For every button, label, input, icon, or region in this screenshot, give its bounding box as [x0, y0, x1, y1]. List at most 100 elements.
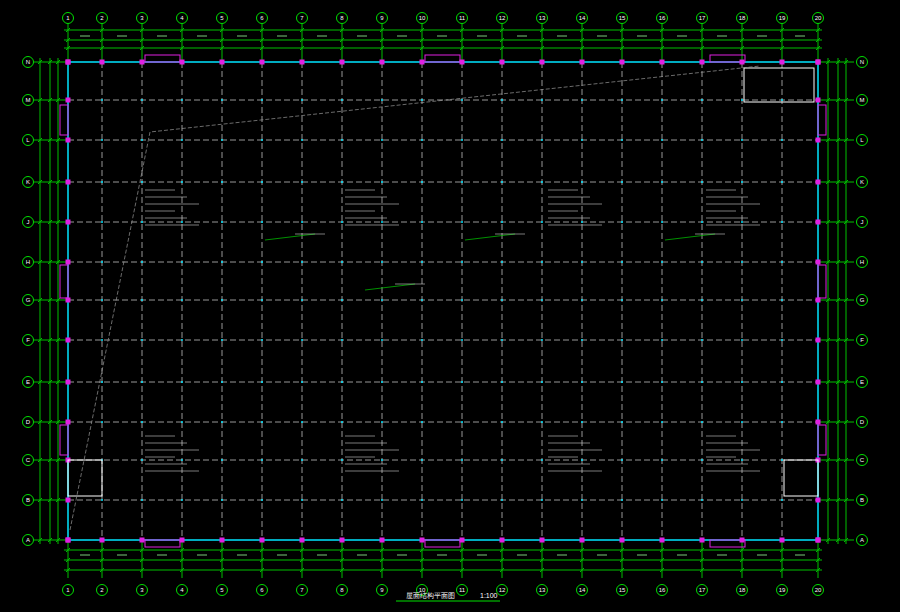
axis-bubble: N	[856, 56, 868, 68]
grid-node	[701, 299, 703, 301]
axis-label: 2	[100, 15, 103, 21]
dimension-tick	[844, 498, 848, 502]
detail-box	[744, 68, 814, 102]
note-mark	[345, 211, 375, 212]
grid-node	[421, 139, 423, 141]
dimension-tick	[56, 498, 60, 502]
axis-label: 14	[579, 587, 586, 593]
column	[66, 298, 70, 302]
dimension-tick	[660, 568, 664, 572]
dimension-tick	[844, 298, 848, 302]
column	[816, 538, 820, 542]
grid-line	[68, 340, 818, 341]
dimension-tick	[340, 28, 344, 32]
dimension-tick	[300, 28, 304, 32]
grid-node	[701, 99, 703, 101]
dimension-tick	[56, 420, 60, 424]
edge-panel	[60, 425, 68, 455]
dimension-tick	[826, 138, 830, 142]
dimension-tick	[816, 558, 820, 562]
note-mark	[345, 471, 399, 472]
axis-label: C	[26, 457, 30, 463]
axis-bubble: H	[856, 256, 868, 268]
axis-label: 11	[459, 587, 465, 593]
axis-label: K	[860, 179, 864, 185]
axis-bubble: 11	[456, 584, 468, 596]
dimension-tick	[180, 28, 184, 32]
grid-node	[501, 139, 503, 141]
dimension-tick	[844, 338, 848, 342]
axis-label: 6	[260, 587, 263, 593]
grid-node	[261, 421, 263, 423]
grid-node	[341, 499, 343, 501]
grid-node	[581, 339, 583, 341]
note-mark	[706, 436, 736, 437]
axis-label: L	[26, 137, 29, 143]
axis-label: 4	[180, 587, 183, 593]
dimension-mark	[477, 555, 487, 556]
dimension-tick	[580, 548, 584, 552]
grid-node	[381, 139, 383, 141]
note-mark	[145, 436, 175, 437]
axis-label: B	[26, 497, 30, 503]
dimension-line	[64, 30, 822, 31]
dimension-tick	[580, 558, 584, 562]
axis-bubble: 18	[736, 584, 748, 596]
grid-node	[101, 381, 103, 383]
dimension-tick	[140, 548, 144, 552]
dimension-tick	[38, 338, 42, 342]
grid-node	[301, 261, 303, 263]
grid-node	[461, 99, 463, 101]
note-mark	[145, 190, 175, 191]
note-mark	[548, 225, 602, 226]
axis-bubble: 19	[776, 12, 788, 24]
dimension-tick	[836, 180, 840, 184]
grid-node	[101, 421, 103, 423]
dimension-mark	[597, 555, 607, 556]
axis-bubble: 6	[256, 584, 268, 596]
dimension-tick	[844, 180, 848, 184]
axis-label: 8	[340, 587, 343, 593]
grid-node	[461, 459, 463, 461]
grid-node	[221, 99, 223, 101]
dimension-tick	[100, 548, 104, 552]
column	[816, 60, 820, 64]
column	[660, 60, 664, 64]
axis-bubble: 8	[336, 584, 348, 596]
axis-label: B	[860, 497, 864, 503]
dimension-tick	[56, 380, 60, 384]
axis-bubble: A	[856, 534, 868, 546]
axis-line	[818, 140, 854, 141]
dimension-mark	[197, 555, 207, 556]
dimension-tick	[826, 338, 830, 342]
grid-node	[141, 221, 143, 223]
dimension-tick	[140, 558, 144, 562]
axis-label: 5	[220, 15, 223, 21]
grid-node	[301, 181, 303, 183]
note-mark	[145, 204, 199, 205]
grid-node	[341, 99, 343, 101]
grid-node	[141, 499, 143, 501]
dimension-tick	[48, 138, 52, 142]
grid-line	[68, 182, 818, 183]
column	[66, 338, 70, 342]
axis-label: 9	[380, 15, 383, 21]
dimension-tick	[540, 568, 544, 572]
dimension-tick	[700, 558, 704, 562]
grid-node	[221, 339, 223, 341]
axis-label: F	[860, 337, 864, 343]
column	[816, 380, 820, 384]
dimension-tick	[420, 28, 424, 32]
dimension-tick	[48, 538, 52, 542]
axis-label: 17	[699, 587, 706, 593]
axis-label: K	[26, 179, 30, 185]
grid-line	[382, 62, 383, 540]
grid-node	[781, 299, 783, 301]
axis-bubble: 14	[576, 12, 588, 24]
column	[816, 98, 820, 102]
dimension-tick	[816, 38, 820, 42]
dimension-tick	[660, 548, 664, 552]
axis-label: H	[860, 259, 864, 265]
dimension-tick	[220, 568, 224, 572]
